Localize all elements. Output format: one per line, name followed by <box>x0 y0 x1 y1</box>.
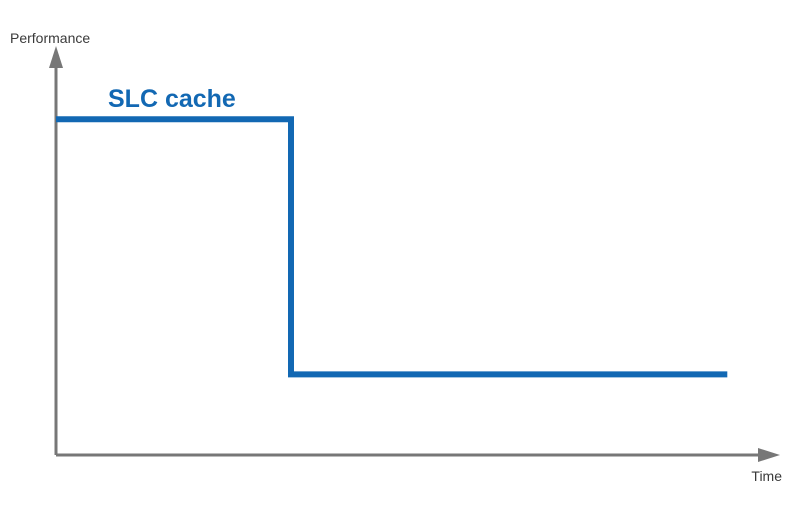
x-axis-label: Time <box>751 468 782 484</box>
series-line <box>56 116 728 378</box>
y-axis-arrow-icon <box>49 46 63 68</box>
x-axis-arrow-icon <box>758 448 780 462</box>
slc-cache-annotation: SLC cache <box>108 85 236 113</box>
y-axis-label: Performance <box>10 30 90 46</box>
